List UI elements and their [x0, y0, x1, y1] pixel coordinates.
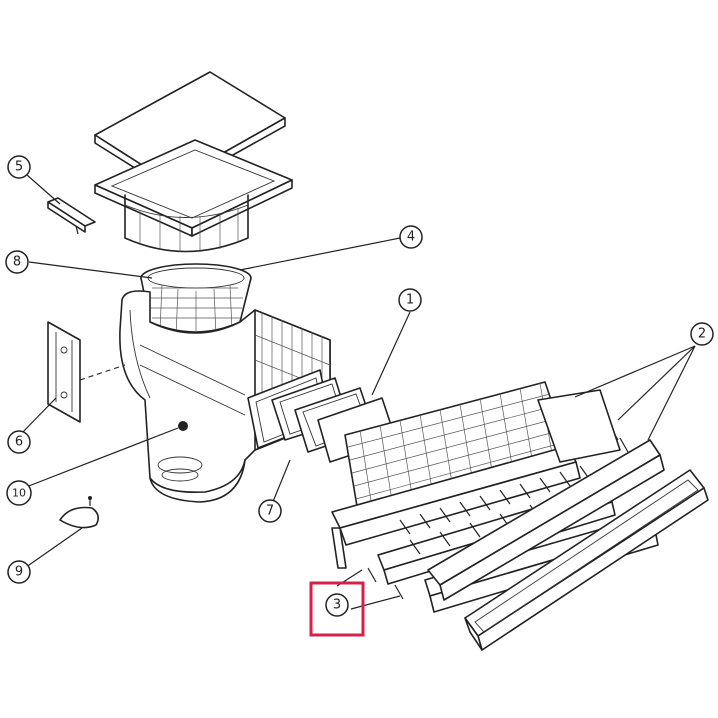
svg-text:1: 1 — [406, 293, 414, 308]
bracket-part — [47, 197, 96, 235]
callout-6: 6 — [7, 430, 31, 454]
callout-1: 1 — [398, 288, 422, 312]
svg-text:3: 3 — [333, 598, 341, 613]
weir-grille — [344, 381, 569, 513]
callout-10: 10 — [6, 480, 32, 506]
callout-9: 9 — [7, 560, 31, 584]
callout-3: 3 — [325, 593, 349, 617]
leader-lines — [18, 174, 696, 610]
face-plate-frames — [427, 389, 709, 651]
svg-text:4: 4 — [407, 230, 415, 245]
svg-text:10: 10 — [12, 487, 26, 500]
callout-5: 5 — [7, 155, 31, 179]
skimmer-collar — [94, 139, 293, 253]
svg-text:6: 6 — [15, 435, 23, 450]
callout-2: 2 — [690, 322, 714, 346]
svg-text:9: 9 — [15, 565, 23, 580]
callout-8: 8 — [5, 250, 29, 274]
side-plate-part — [47, 321, 126, 423]
highlight-box — [309, 581, 365, 637]
valve-cap-part — [59, 496, 100, 529]
callout-7: 7 — [258, 499, 282, 523]
skimmer-basket — [140, 263, 252, 338]
svg-text:7: 7 — [266, 504, 274, 519]
svg-text:8: 8 — [13, 255, 21, 270]
svg-text:5: 5 — [15, 160, 23, 175]
svg-text:2: 2 — [698, 327, 706, 342]
callout-4: 4 — [399, 225, 423, 249]
